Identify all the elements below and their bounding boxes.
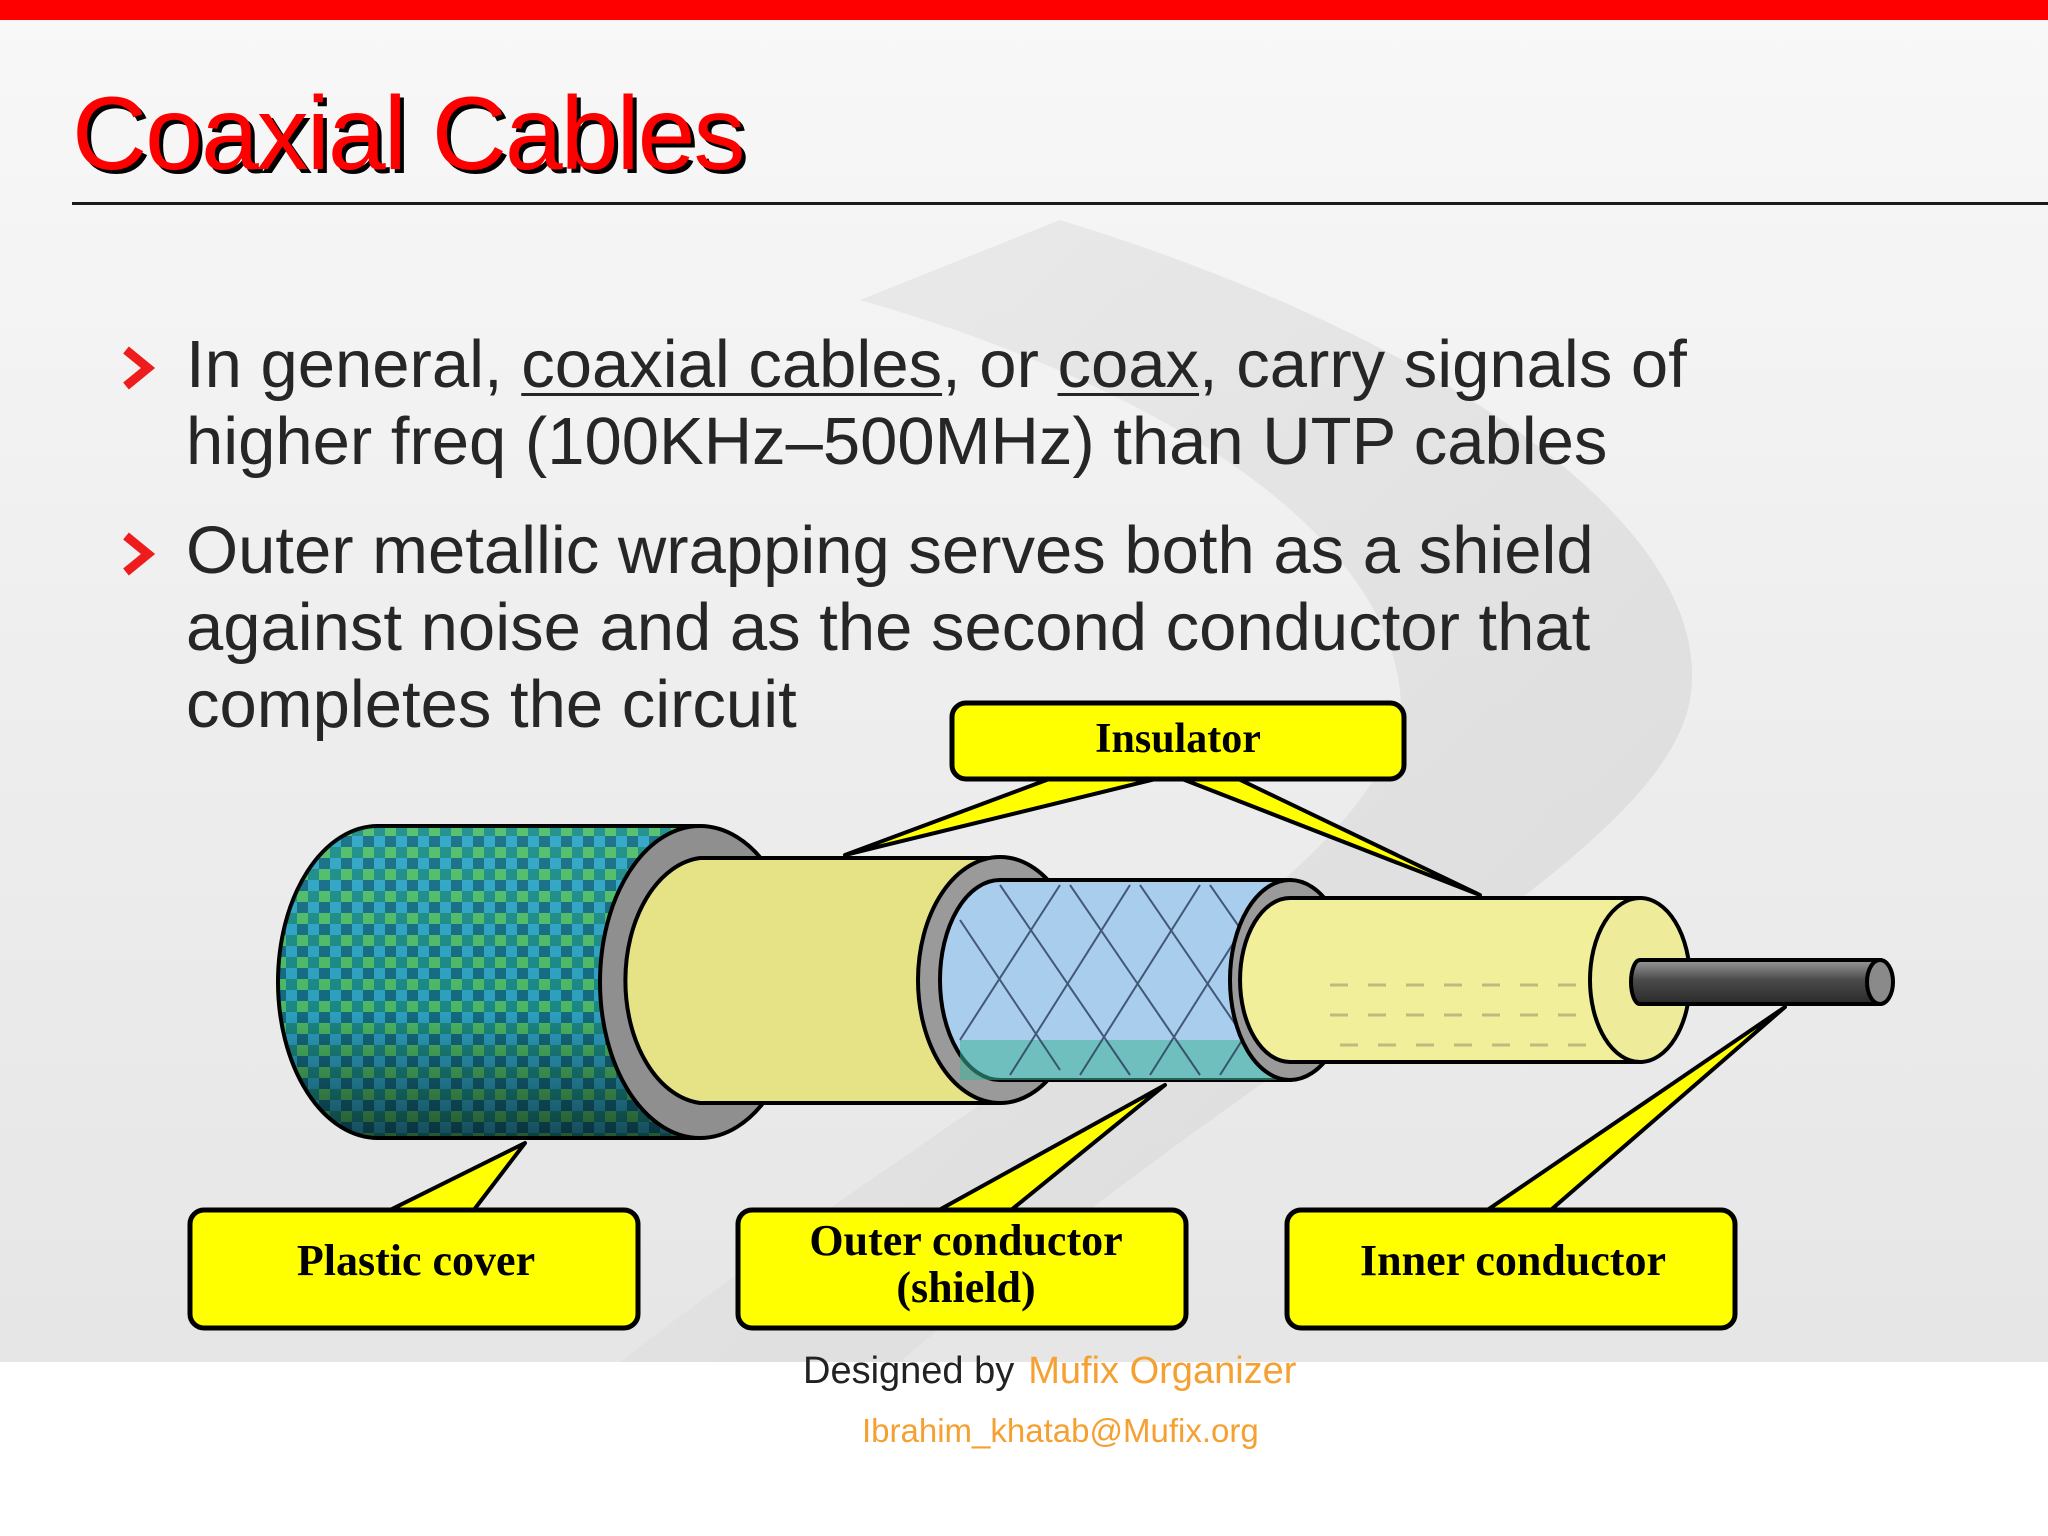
bullet-list: In general, coaxial cables, or coax, car… bbox=[110, 326, 1760, 775]
bullet-item: Outer metallic wrapping serves both as a… bbox=[110, 512, 1760, 743]
outer-conductor-sublabel: (shield) bbox=[896, 1263, 1035, 1312]
outer-conductor-callout: Outer conductor (shield) bbox=[735, 1207, 1189, 1331]
top-accent-bar bbox=[0, 0, 2048, 20]
chevron-right-icon bbox=[123, 346, 156, 390]
term-coaxial-cables: coaxial cables bbox=[521, 327, 943, 402]
background-swoosh bbox=[620, 220, 1693, 1362]
term-coax: coax bbox=[1057, 327, 1200, 402]
bullet-item: In general, coaxial cables, or coax, car… bbox=[110, 326, 1760, 480]
bullet-text: Outer metallic wrapping serves both as a… bbox=[186, 513, 1594, 742]
inner-conductor-callout: Inner conductor bbox=[1284, 1207, 1738, 1331]
footer-email: Ibrahim_khatab@Mufix.org bbox=[862, 1412, 1259, 1449]
coaxial-cable-diagram: Insulator Plastic cover Outer conductor … bbox=[187, 700, 1895, 1331]
inner-insulator-segment bbox=[1238, 896, 1692, 1064]
slide-title: Coaxial Cables bbox=[72, 76, 745, 192]
insulator-callout: Insulator bbox=[949, 700, 1407, 782]
insulator-label: Insulator bbox=[1095, 716, 1261, 762]
plastic-cover-callout: Plastic cover bbox=[187, 1207, 641, 1331]
footer-credit: Designed by Mufix Organizer bbox=[803, 1350, 1296, 1393]
inner-conductor-segment bbox=[1629, 958, 1895, 1006]
outer-conductor-label: Outer conductor bbox=[809, 1216, 1122, 1265]
plastic-cover-label: Plastic cover bbox=[297, 1236, 535, 1285]
slide: Coaxial Cables In general, coaxial cable… bbox=[0, 0, 2048, 1362]
bullet-text: In general, coaxial cables, or coax, car… bbox=[186, 327, 1687, 479]
chevron-right-icon bbox=[123, 532, 156, 576]
organizer-name: Mufix Organizer bbox=[1028, 1350, 1297, 1392]
inner-conductor-label: Inner conductor bbox=[1360, 1236, 1666, 1285]
designed-by-label: Designed by bbox=[803, 1350, 1015, 1392]
plastic-cover-pointer bbox=[378, 1141, 527, 1217]
title-underline bbox=[72, 202, 2048, 205]
